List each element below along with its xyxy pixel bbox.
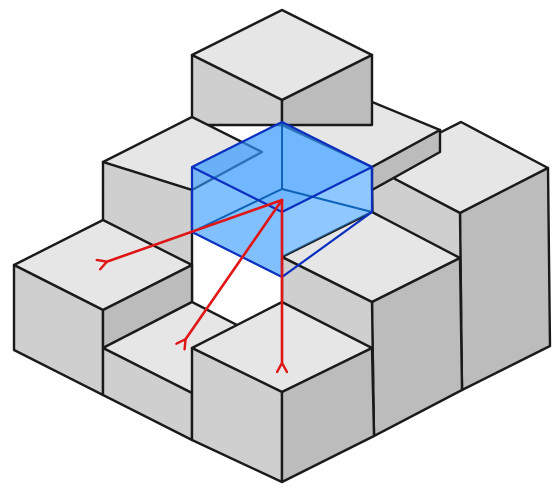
arrow-to-front-left-step bbox=[185, 198, 284, 340]
arrow-to-left-lower-block bbox=[106, 198, 284, 262]
hidden-edges bbox=[191, 122, 373, 233]
front-block bbox=[190, 300, 376, 484]
highlighted-cube bbox=[190, 120, 374, 279]
top-cube bbox=[190, 8, 374, 127]
